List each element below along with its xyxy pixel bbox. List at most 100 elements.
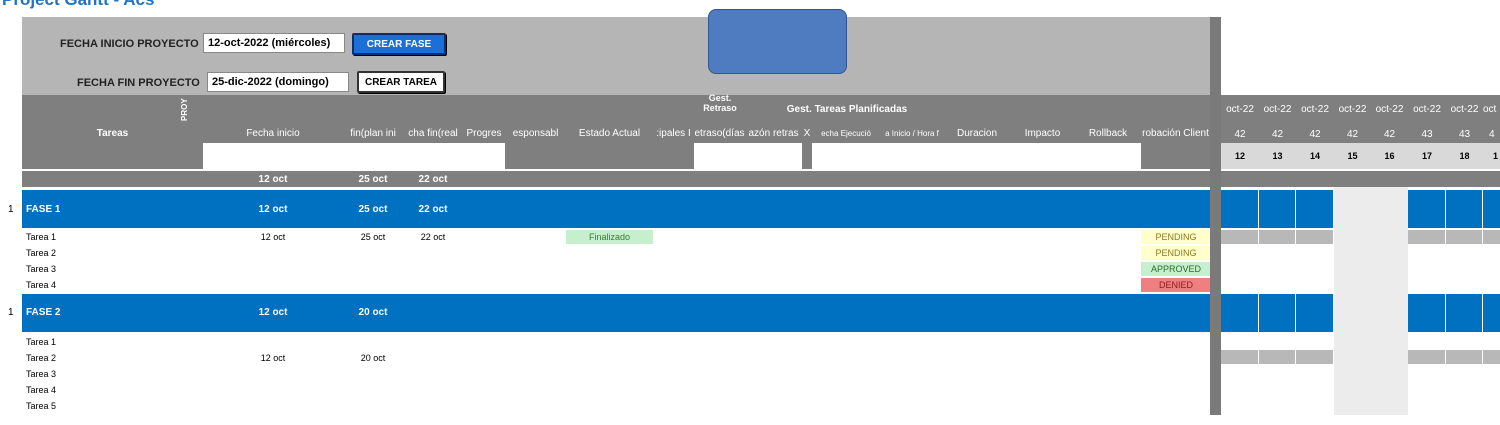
gantt-band	[1221, 95, 1500, 126]
gantt-week: 43	[1458, 129, 1471, 140]
task-name[interactable]: Tarea 4	[26, 280, 57, 290]
col-inicio-hora[interactable]: a Inicio / Hora f	[885, 129, 939, 138]
col-retraso-dias[interactable]: etraso(días	[694, 128, 745, 139]
filter-cell-gray	[1141, 143, 1210, 169]
phase-row[interactable]: FASE 1 12 oct 25 oct 22 oct	[22, 190, 1210, 228]
col-responsable[interactable]: esponsabl	[512, 128, 559, 139]
col-principales[interactable]: :ipales I	[656, 128, 691, 139]
start-date-label: FECHA INICIO PROYECTO	[60, 38, 199, 50]
gantt-week: 42	[1234, 129, 1246, 140]
end-date-field[interactable]: 25-dic-2022 (domingo)	[207, 72, 349, 92]
col-x[interactable]: X	[803, 128, 811, 139]
col-razon-retraso[interactable]: azón retras	[748, 128, 799, 139]
weekend-columns	[1334, 187, 1408, 415]
task-name[interactable]: Tarea 4	[26, 385, 57, 395]
gantt-phase-cell	[1446, 190, 1483, 228]
col-progreso[interactable]: Progres	[466, 128, 502, 139]
gantt-task-bar	[1446, 230, 1483, 244]
col-tareas[interactable]: Tareas	[96, 128, 129, 139]
proy-label: PROY	[180, 98, 189, 122]
task-fin-real: 22 oct	[420, 232, 446, 242]
gantt-phase-cell	[1408, 294, 1446, 332]
filter-cell-gray	[505, 143, 694, 169]
gantt-day: 13	[1272, 151, 1283, 161]
end-date-label: FECHA FIN PROYECTO	[77, 77, 200, 89]
col-rollback[interactable]: Rollback	[1088, 128, 1128, 139]
gantt-task-bar	[1259, 350, 1296, 364]
col-fin-real[interactable]: cha fin(real	[408, 128, 458, 139]
gantt-task-bar	[1259, 230, 1296, 244]
task-estado-badge[interactable]: Finalizado	[566, 230, 653, 244]
gantt-month: oct-22	[1301, 104, 1329, 115]
gantt-week: 42	[1346, 129, 1359, 140]
gantt-task-bar	[1483, 230, 1500, 244]
gantt-day: 18	[1459, 151, 1470, 161]
gantt-week: 42	[1309, 129, 1321, 140]
gantt-phase-cell	[1221, 190, 1259, 228]
gantt-month: oct-22	[1226, 104, 1254, 115]
start-date-field[interactable]: 12-oct-2022 (miércoles)	[203, 33, 345, 53]
task-name[interactable]: Tarea 5	[26, 401, 57, 411]
create-task-button[interactable]: CREAR TAREA	[357, 71, 445, 93]
gantt-summary-row	[1221, 171, 1500, 187]
gantt-month: oct-22	[1338, 104, 1367, 115]
freeze-pane-divider[interactable]	[1210, 17, 1221, 415]
gantt-month: oct-22	[1375, 104, 1404, 115]
task-name[interactable]: Tarea 2	[26, 248, 57, 258]
column-header-row	[22, 126, 1210, 143]
gantt-task-bar	[1221, 230, 1259, 244]
header-band: PROY Gest. Retraso Gest. Tareas Planific…	[22, 93, 1210, 126]
task-name[interactable]: Tarea 3	[26, 369, 57, 379]
task-inicio: 12 oct	[260, 232, 286, 242]
gantt-task-bar	[1296, 230, 1334, 244]
col-fecha-ejecucion[interactable]: echa Ejecució	[821, 129, 871, 138]
approval-status[interactable]: PENDING	[1141, 246, 1211, 260]
create-phase-button[interactable]: CREAR FASE	[352, 33, 446, 55]
gantt-month: oct	[1483, 104, 1497, 115]
task-fin-plan: 20 oct	[360, 353, 386, 363]
phase-name: FASE 2	[26, 307, 61, 318]
gantt-phase-cell	[1259, 294, 1296, 332]
approval-status[interactable]: DENIED	[1141, 278, 1211, 292]
phase-number: 1	[8, 204, 14, 215]
gantt-month: oct-22	[1413, 104, 1441, 115]
gest-tareas-label: Gest. Tareas Planificadas	[786, 104, 908, 115]
gantt-day: 15	[1347, 151, 1358, 161]
phase-fin-real: 22 oct	[418, 204, 448, 215]
gantt-day: 12	[1234, 151, 1245, 161]
col-duracion[interactable]: Duracion	[956, 128, 998, 139]
rounded-rectangle-shape[interactable]	[708, 9, 847, 74]
gantt-week-row	[1221, 126, 1500, 143]
col-impacto[interactable]: Impacto	[1024, 128, 1061, 139]
gantt-phase-cell	[1408, 190, 1446, 228]
gantt-day: 16	[1384, 151, 1395, 161]
gantt-task-bar	[1296, 350, 1334, 364]
gantt-day: 14	[1309, 151, 1320, 161]
gantt-week: 42	[1383, 129, 1396, 140]
gantt-task-bar	[1483, 350, 1500, 364]
phase-fin-plan: 20 oct	[358, 307, 388, 318]
header-panel	[22, 17, 1210, 95]
gantt-task-bar	[1408, 350, 1446, 364]
approval-status[interactable]: APPROVED	[1141, 262, 1211, 276]
gantt-day-row	[1221, 143, 1500, 169]
gantt-month: oct-22	[1450, 104, 1479, 115]
col-fecha-inicio[interactable]: Fecha inicio	[246, 128, 300, 139]
col-aprobacion-cliente[interactable]: robación Client	[1142, 128, 1209, 139]
task-name[interactable]: Tarea 2	[26, 353, 57, 363]
summary-inicio: 12 oct	[258, 174, 288, 185]
task-name[interactable]: Tarea 1	[26, 337, 57, 347]
col-fin-plan[interactable]: fin(plan ini	[350, 128, 396, 139]
phase-row[interactable]: FASE 2 12 oct 20 oct	[22, 294, 1210, 332]
sheet-title: Project Gantt - Acs	[2, 0, 154, 10]
col-estado-actual[interactable]: Estado Actual	[578, 128, 641, 139]
gantt-day: 17	[1421, 151, 1432, 161]
task-name[interactable]: Tarea 3	[26, 264, 57, 274]
task-name[interactable]: Tarea 1	[26, 232, 57, 242]
filter-cell-gray	[22, 143, 203, 169]
phase-inicio: 12 oct	[258, 307, 288, 318]
approval-status[interactable]: PENDING	[1141, 230, 1211, 244]
phase-fin-plan: 25 oct	[358, 204, 388, 215]
gantt-week: 42	[1271, 129, 1284, 140]
summary-fin-real: 22 oct	[418, 174, 448, 185]
